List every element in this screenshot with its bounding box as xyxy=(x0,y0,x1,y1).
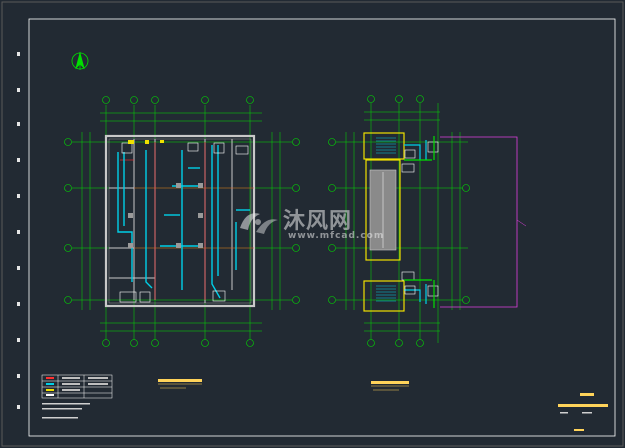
right-yellow-outlines xyxy=(363,132,405,312)
right-plan-caption-mark xyxy=(371,381,409,391)
right-axis-grid xyxy=(336,103,468,343)
right-cyan-ducts xyxy=(404,140,427,304)
left-building-outline xyxy=(104,134,256,308)
left-interior-walls xyxy=(109,139,233,303)
right-stair-top xyxy=(376,137,396,154)
left-fixtures xyxy=(119,142,249,303)
right-plan xyxy=(328,95,527,347)
left-plan-caption-mark xyxy=(158,379,202,389)
mfcad-logo-icon xyxy=(240,213,278,234)
watermark-url: www.mfcad.com xyxy=(288,231,385,241)
left-cyan-ducts xyxy=(117,145,250,299)
right-green-walls xyxy=(404,136,435,308)
left-axis-bubbles xyxy=(64,96,300,347)
title-block xyxy=(558,393,608,431)
right-axis-bubbles xyxy=(328,95,470,347)
notes-lines xyxy=(42,403,90,419)
left-red-pipes xyxy=(120,142,254,300)
left-yellow-marks xyxy=(128,140,164,144)
right-stair-bottom xyxy=(376,285,396,302)
legend-swatches xyxy=(46,377,108,396)
right-magenta-boundary xyxy=(440,136,518,308)
north-arrow-icon xyxy=(71,51,89,70)
sheet-frame xyxy=(28,18,616,437)
margin-ticks xyxy=(17,52,20,409)
left-grey-blocks xyxy=(128,183,203,248)
watermark-title: 沐风网 xyxy=(283,209,353,234)
legend-table xyxy=(41,374,113,399)
